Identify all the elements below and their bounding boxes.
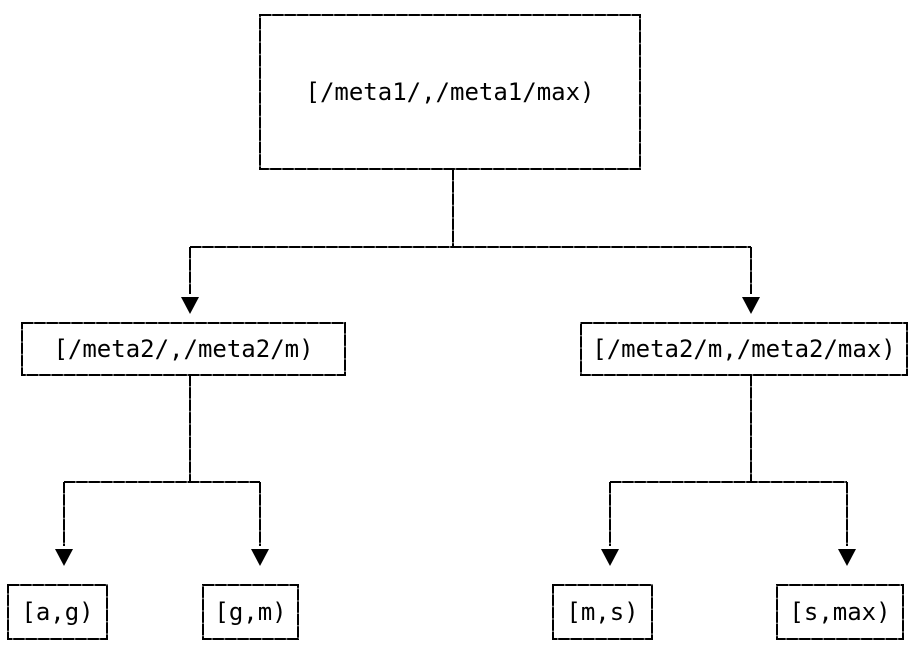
node-right-child-range: [/meta2/m,/meta2/max) [592, 335, 896, 363]
arrowhead-icon [838, 549, 856, 566]
arrowhead-icon [742, 297, 760, 314]
node-leaf-range-2: [g,m) [214, 598, 287, 626]
node-leaf-range-4: [s,max) [789, 598, 891, 626]
node-leaf-range-1: [a,g) [21, 598, 94, 626]
arrowhead-icon [601, 549, 619, 566]
node-left-child-range: [/meta2/,/meta2/m) [53, 335, 314, 363]
node-root-range: [/meta1/,/meta1/max) [305, 78, 595, 106]
arrowhead-icon [181, 297, 199, 314]
arrowhead-icon [55, 549, 73, 566]
node-leaf-range-3: [m,s) [566, 598, 639, 626]
arrowhead-icon [251, 549, 269, 566]
